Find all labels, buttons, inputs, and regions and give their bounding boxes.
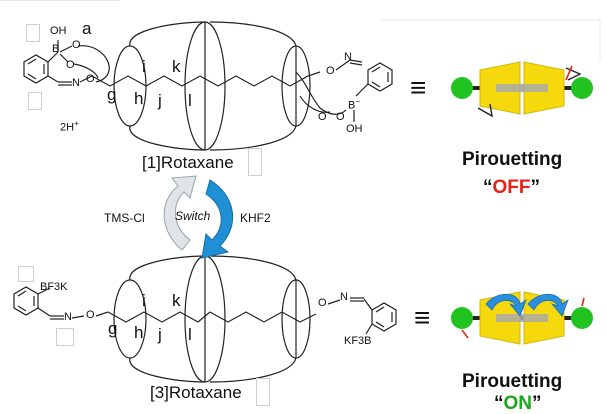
chain-label-g-3: g bbox=[108, 319, 118, 338]
stopper-right-on bbox=[571, 307, 593, 329]
proton-label: 2H+ bbox=[60, 119, 79, 134]
o-right-label: O bbox=[326, 65, 335, 77]
chain-left-3 bbox=[107, 311, 211, 323]
label-a: a bbox=[82, 19, 92, 38]
pirouetting-title-on: Pirouetting bbox=[462, 371, 563, 392]
chain-label-h-3: h bbox=[134, 323, 144, 342]
stopper-left-on bbox=[451, 307, 473, 329]
cyclodextrin-left-3 bbox=[129, 255, 206, 383]
bf3k-left-label: BF3K bbox=[40, 281, 68, 293]
boron-right-label: B− bbox=[348, 97, 361, 112]
oh-top-label: OH bbox=[50, 25, 67, 37]
state-off-value: OFF bbox=[492, 177, 531, 198]
blank-box-name-1 bbox=[248, 148, 262, 176]
arrow-blue-down-icon bbox=[201, 179, 234, 259]
equiv-sign-top: ≡ bbox=[410, 72, 427, 103]
chain-right-3 bbox=[209, 311, 317, 323]
o-left-label: O bbox=[86, 73, 95, 85]
n-left-3-label: N bbox=[64, 311, 72, 323]
chain-label-k: k bbox=[172, 57, 181, 76]
reagent-tms-cl: TMS-Cl bbox=[104, 211, 145, 225]
rotaxane-1-name: [1]Rotaxane bbox=[142, 153, 234, 172]
boron-left-label: B bbox=[52, 43, 60, 55]
o-r1-label: O bbox=[318, 111, 327, 123]
rotation-arrow-left-icon bbox=[485, 293, 527, 317]
switch-arrows bbox=[163, 175, 234, 259]
rotaxane-3-structure bbox=[13, 255, 397, 383]
kf3b-right-label: KF3B bbox=[344, 335, 372, 347]
o1-label: O bbox=[72, 39, 81, 51]
equiv-sign-bottom: ≡ bbox=[414, 302, 431, 333]
rotaxane-1-structure bbox=[23, 21, 393, 151]
n-right-3-label: N bbox=[340, 291, 348, 303]
rotaxane-3-name: [3]Rotaxane bbox=[150, 383, 242, 402]
state-on: “ON” bbox=[494, 393, 542, 414]
reagent-khf2: KHF2 bbox=[240, 211, 271, 225]
blank-box-top-left bbox=[26, 24, 40, 42]
cyclodextrin-left-1 bbox=[129, 21, 206, 151]
chain-label-h: h bbox=[134, 89, 144, 108]
blank-box-name-3 bbox=[256, 378, 270, 406]
stopper-left-off bbox=[451, 77, 473, 99]
chain-label-k-3: k bbox=[172, 291, 181, 310]
switch-label: Switch bbox=[175, 209, 211, 223]
rotation-arrow-right-icon bbox=[527, 293, 569, 317]
n-left-label: N bbox=[72, 77, 80, 89]
state-off: “OFF” bbox=[483, 177, 540, 198]
state-on-value: ON bbox=[503, 393, 533, 414]
chain-label-i-3: i bbox=[142, 291, 146, 310]
chain-label-j: j bbox=[158, 91, 162, 110]
pirouetting-title-off: Pirouetting bbox=[462, 149, 563, 170]
chain-label-j-3: j bbox=[158, 325, 162, 344]
oh-bottom-label: OH bbox=[346, 123, 363, 135]
chain-right-1 bbox=[199, 71, 321, 87]
cyclodextrin-right-1 bbox=[209, 21, 297, 151]
n-right-label: N bbox=[344, 51, 352, 63]
chain-label-g: g bbox=[107, 85, 117, 104]
o-r2-label: O bbox=[336, 111, 345, 123]
chain-label-i: i bbox=[142, 57, 146, 76]
o-left-3-label: O bbox=[86, 309, 95, 321]
cartoon-off bbox=[451, 61, 593, 118]
blank-box-mid-left bbox=[28, 92, 42, 110]
blank-box-bottom-left-1 bbox=[18, 266, 34, 282]
o2-label: O bbox=[66, 59, 75, 71]
o-right-3-label: O bbox=[318, 297, 327, 309]
chain-label-l: l bbox=[188, 91, 192, 110]
blank-box-bottom-left-2 bbox=[56, 328, 74, 346]
cyclodextrin-right-3 bbox=[209, 255, 297, 383]
stopper-right-off bbox=[571, 77, 593, 99]
chain-label-l-3: l bbox=[188, 325, 192, 344]
arrow-grey-up-icon bbox=[163, 175, 197, 251]
cartoon-on bbox=[451, 291, 593, 345]
